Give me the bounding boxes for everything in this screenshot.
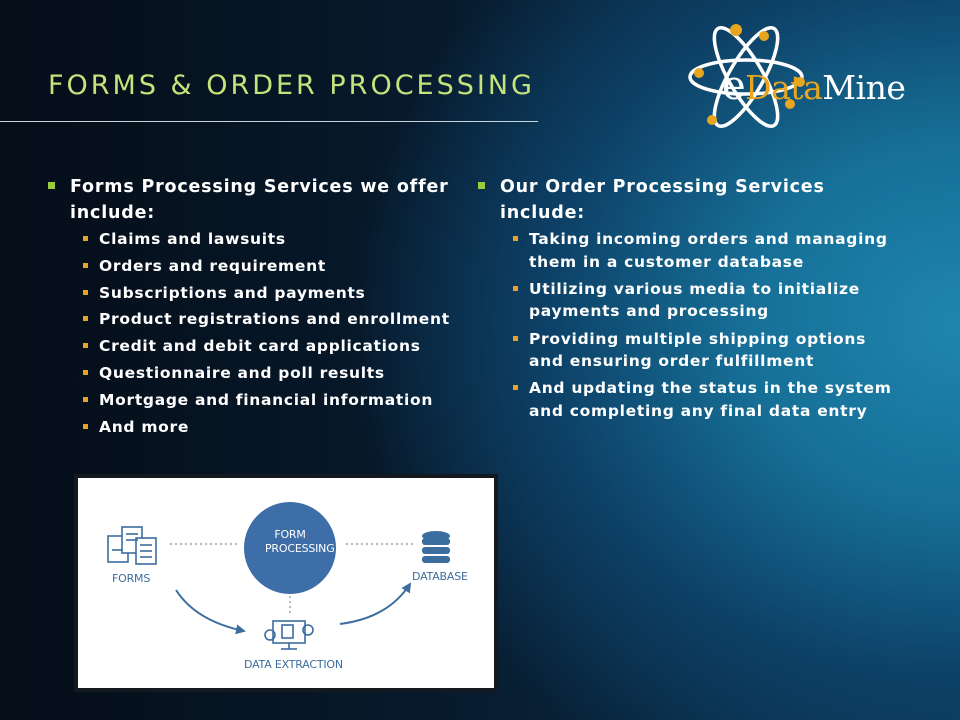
bullet-icon <box>513 385 518 391</box>
bullet-icon <box>513 285 518 291</box>
atom-orbit-icon <box>688 24 805 128</box>
arrow-to-extraction <box>175 589 246 635</box>
process-diagram: FORM PROCESSING FORMS DATABASE DATA EXTR… <box>74 474 498 692</box>
bullet-icon <box>83 343 88 349</box>
form-processing-label: FORM PROCESSING <box>265 528 335 555</box>
list-item: Orders and requirement <box>48 255 458 278</box>
list-item: Product registrations and enrollment <box>48 308 458 331</box>
title-divider <box>0 121 538 122</box>
monitor-icon <box>264 620 314 650</box>
bullet-icon <box>83 369 88 375</box>
company-logo: eDataMine <box>688 20 928 135</box>
order-services-heading: Our Order Processing Services include: <box>478 174 898 226</box>
bullet-icon <box>83 236 88 241</box>
order-services-column: Our Order Processing Services include: T… <box>478 174 898 427</box>
list-item: Mortgage and financial information <box>48 389 458 412</box>
list-item: And more <box>48 416 458 439</box>
bullet-icon <box>513 335 518 341</box>
list-item: Claims and lawsuits <box>48 228 458 251</box>
data-extraction-label: DATA EXTRACTION <box>244 658 343 671</box>
logo-wordmark: eDataMine <box>722 63 906 109</box>
forms-services-heading: Forms Processing Services we offer inclu… <box>48 174 458 226</box>
documents-icon <box>107 526 157 565</box>
list-item: Subscriptions and payments <box>48 282 458 305</box>
bullet-icon <box>83 316 88 322</box>
bullet-icon <box>513 236 518 241</box>
list-item: Providing multiple shipping options and … <box>478 328 898 373</box>
database-label: DATABASE <box>412 570 468 583</box>
database-icon <box>422 531 450 563</box>
forms-label: FORMS <box>112 572 151 585</box>
bullet-icon <box>48 182 55 189</box>
bullet-icon <box>83 289 88 295</box>
bullet-icon <box>83 423 88 429</box>
list-item: Utilizing various media to initialize pa… <box>478 278 898 323</box>
arrow-to-database <box>339 582 412 625</box>
bullet-icon <box>83 262 88 268</box>
bullet-icon <box>478 182 485 189</box>
bullet-icon <box>83 396 88 402</box>
form-processing-node <box>244 502 336 594</box>
list-item: Taking incoming orders and managing them… <box>478 228 898 273</box>
order-services-list: Taking incoming orders and managing them… <box>478 228 898 422</box>
list-item: And updating the status in the system an… <box>478 377 898 422</box>
list-item: Credit and debit card applications <box>48 335 458 358</box>
slide-title: FORMS & ORDER PROCESSING <box>48 70 535 101</box>
forms-services-column: Forms Processing Services we offer inclu… <box>48 174 458 442</box>
list-item: Questionnaire and poll results <box>48 362 458 385</box>
